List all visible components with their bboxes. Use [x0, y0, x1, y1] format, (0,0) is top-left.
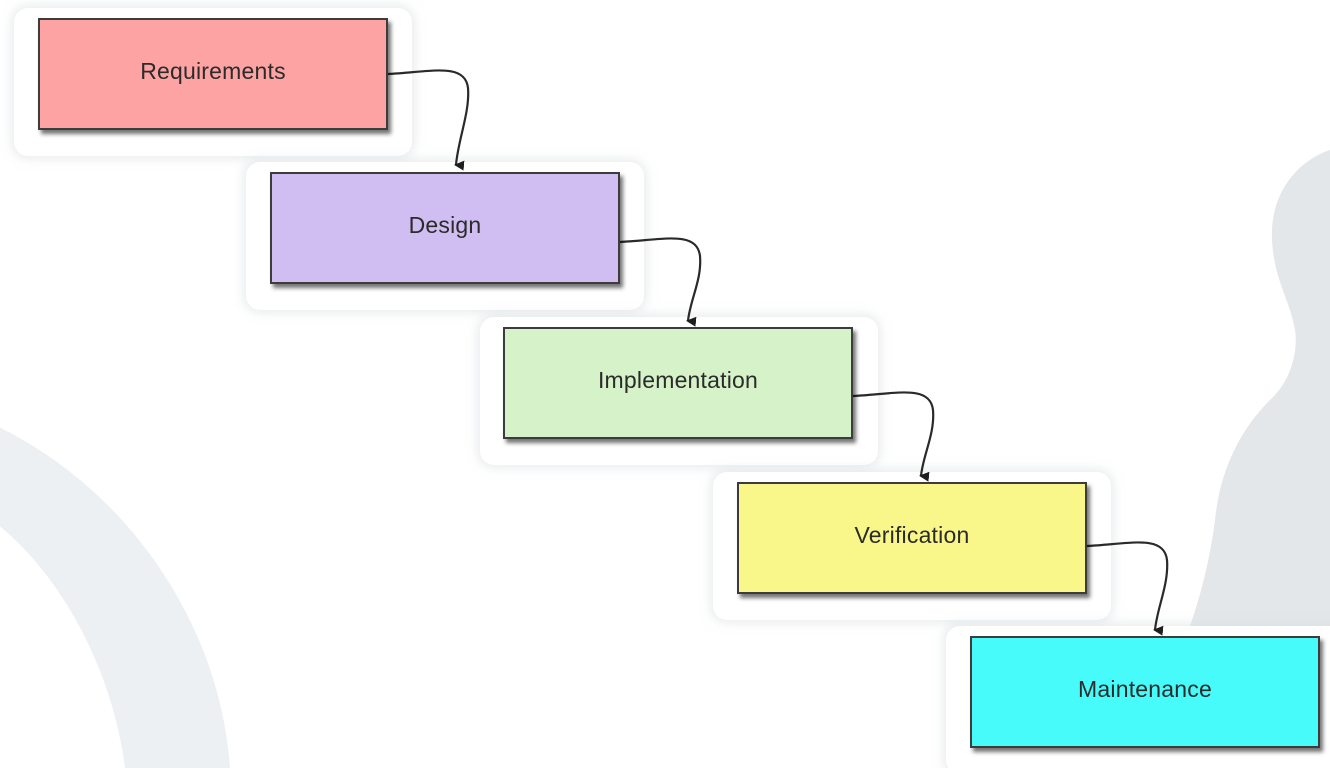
- stage-label-design: Design: [408, 211, 482, 238]
- stage-verification: Verification: [737, 482, 1087, 594]
- stage-requirements: Requirements: [38, 18, 388, 130]
- stage-label-requirements: Requirements: [140, 57, 286, 84]
- background-silhouette: [1185, 150, 1330, 640]
- stage-label-implementation: Implementation: [597, 366, 759, 393]
- background-arc: [0, 427, 230, 768]
- stage-label-maintenance: Maintenance: [1078, 675, 1212, 702]
- stage-label-verification: Verification: [854, 521, 970, 548]
- stage-maintenance: Maintenance: [970, 636, 1320, 748]
- stage-implementation: Implementation: [503, 327, 853, 439]
- stage-design: Design: [270, 172, 620, 284]
